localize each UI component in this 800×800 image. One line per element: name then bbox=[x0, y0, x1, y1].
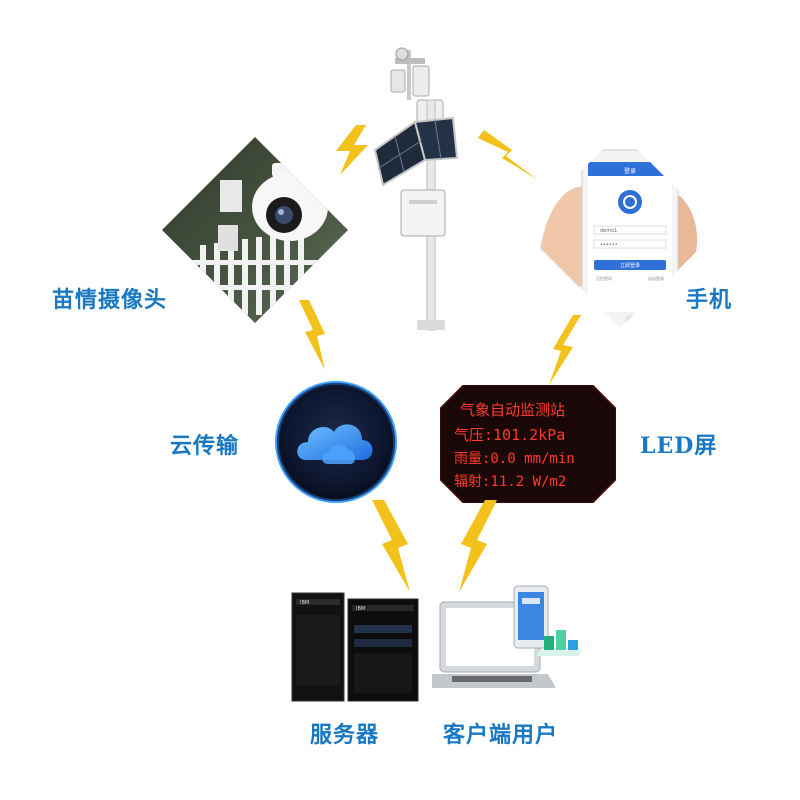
bolt-cloud-server bbox=[372, 500, 410, 592]
led-line-3: 雨量:0.0 mm/min bbox=[454, 451, 575, 467]
station-sensor-mast bbox=[407, 50, 411, 100]
phone-password: •••••• bbox=[600, 242, 618, 248]
camera-image bbox=[162, 137, 348, 323]
label-camera: 苗情摄像头 bbox=[52, 287, 168, 313]
led-line-1: 气象自动监测站 bbox=[460, 401, 565, 419]
led-line-4: 辐射:11.2 W/m2 bbox=[454, 474, 566, 490]
cloud-node bbox=[275, 381, 397, 503]
weather-station bbox=[373, 47, 459, 331]
led-line-2: 气压:101.2kPa bbox=[454, 426, 565, 444]
phone-image: 登录 demo1 •••••• 立即登录 记住密码 自动登录 bbox=[522, 132, 718, 328]
bolt-led-client bbox=[459, 500, 497, 592]
phone-login-button[interactable] bbox=[594, 260, 666, 270]
station-control-box bbox=[400, 189, 446, 237]
bolt-camera-cloud bbox=[299, 300, 325, 370]
bolt-phone-led bbox=[549, 315, 581, 385]
cloud-icon bbox=[297, 424, 373, 464]
label-phone: 手机 bbox=[686, 287, 733, 313]
tablet-icon bbox=[513, 585, 549, 649]
chart-blocks-icon bbox=[536, 630, 582, 656]
label-led: LED屏 bbox=[640, 433, 718, 459]
client-image bbox=[432, 585, 582, 688]
label-server: 服务器 bbox=[310, 722, 380, 748]
server-brand-right: IBM bbox=[356, 606, 365, 612]
server-image: IBM IBM bbox=[291, 592, 419, 702]
phone-remember: 记住密码 bbox=[596, 275, 612, 281]
bolt-camera-station bbox=[336, 125, 368, 175]
solar-panel bbox=[373, 116, 459, 187]
label-client: 客户端用户 bbox=[443, 722, 559, 748]
server-brand-left: IBM bbox=[300, 600, 309, 606]
phone-auto: 自动登录 bbox=[648, 275, 664, 281]
led-screen: 气象自动监测站 气压:101.2kPa 雨量:0.0 mm/min 辐射:11.… bbox=[440, 385, 616, 503]
phone-username: demo1 bbox=[600, 228, 617, 234]
bolt-station-phone bbox=[478, 130, 538, 180]
server-rack-icon: IBM IBM bbox=[291, 592, 419, 702]
phone-header-text: 登录 bbox=[624, 167, 636, 175]
phone-login-label: 立即登录 bbox=[620, 262, 640, 269]
label-cloud: 云传输 bbox=[170, 433, 240, 459]
